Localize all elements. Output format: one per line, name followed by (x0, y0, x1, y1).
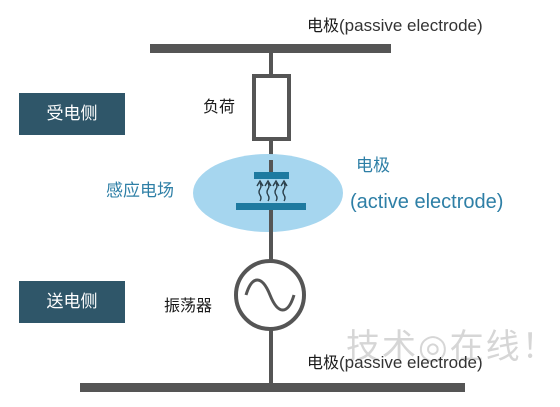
top-electrode-text: 电极 (307, 16, 340, 35)
active-electrode-upper-plate (254, 172, 289, 179)
bottom-electrode-label: 电极(passive electrode) (307, 354, 483, 371)
load-resistor (252, 74, 291, 141)
active-electrode-lower-plate (236, 203, 306, 210)
bottom-passive-electrode (80, 383, 465, 392)
top-passive-electrode (150, 44, 391, 53)
sine-wave-icon (244, 278, 296, 312)
bottom-electrode-sub: (passive electrode) (339, 353, 483, 372)
load-label: 负荷 (203, 97, 236, 116)
active-electrode-sub: (active electrode) (350, 191, 504, 213)
sender-side-text: 送电侧 (46, 292, 98, 312)
oscillator-label: 振荡器 (164, 296, 213, 315)
active-electrode-label: 电极 (356, 156, 390, 176)
induction-field-ellipse (193, 154, 343, 232)
bottom-electrode-text: 电极 (307, 353, 340, 372)
top-electrode-label: 电极(passive electrode) (307, 17, 483, 34)
sender-side-box: 送电侧 (19, 281, 125, 323)
top-electrode-sub: (passive electrode) (339, 16, 483, 35)
field-lines-icon (256, 179, 288, 202)
receiver-side-box: 受电侧 (19, 93, 125, 135)
watermark: 技术◎在线！ (346, 327, 558, 367)
receiver-side-text: 受电侧 (46, 104, 98, 124)
induction-field-label: 感应电场 (106, 181, 174, 201)
